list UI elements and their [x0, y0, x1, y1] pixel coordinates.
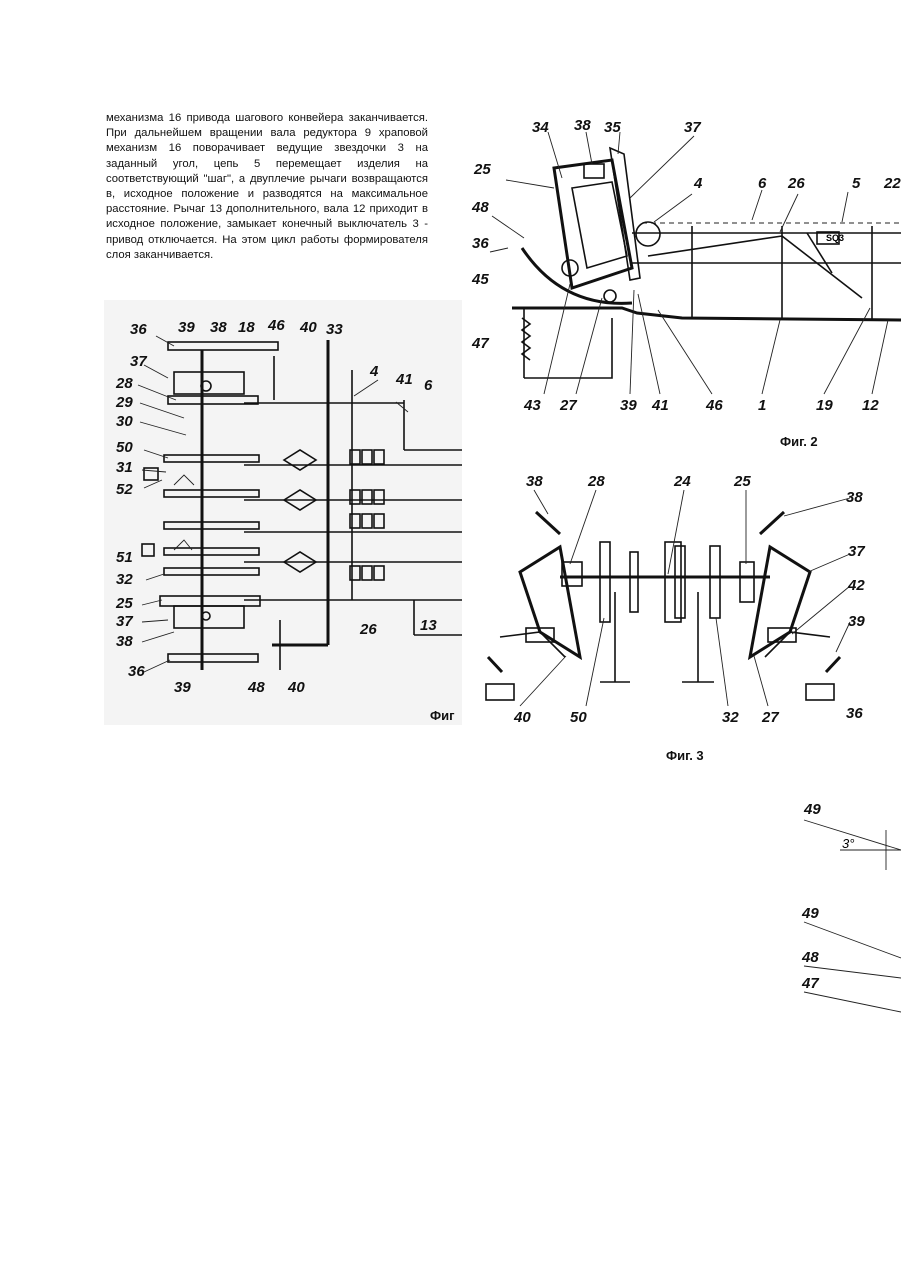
fig1-label-39b: 39: [174, 679, 191, 696]
fig1-label-29: 29: [115, 394, 133, 411]
fig2-caption: Фиг. 2: [780, 434, 818, 449]
fig1-caption: Фиг: [430, 708, 455, 723]
fig1-label-32: 32: [116, 571, 133, 588]
fig4-label-49: 49: [803, 801, 821, 818]
fig1-label-18: 18: [238, 319, 255, 336]
fig2-label-5: 5: [852, 175, 861, 192]
fig4-angle: 3°: [842, 836, 854, 851]
fig1-label-51: 51: [116, 549, 133, 566]
fig1-label-26: 26: [359, 621, 377, 638]
fig1-label-4: 4: [369, 363, 379, 380]
fig2-label-26: 26: [787, 175, 805, 192]
fig3-label-38: 38: [526, 473, 543, 490]
fig2-label-38: 38: [574, 117, 591, 134]
fig3-label-38b: 38: [846, 489, 863, 506]
fig3-label-32: 32: [722, 709, 739, 726]
fig1-label-13: 13: [420, 617, 437, 634]
fig1-label-30: 30: [116, 413, 133, 430]
fig1-label-6: 6: [424, 377, 433, 394]
fig2-label-27: 27: [559, 397, 577, 414]
fig3-label-28: 28: [587, 473, 605, 490]
fig4-label-47: 47: [801, 975, 819, 992]
fig1-label-37: 37: [130, 353, 147, 370]
body-paragraph: механизма 16 привода шагового конвейера …: [106, 111, 428, 263]
fig2-label-36: 36: [472, 235, 489, 252]
fig1-label-33: 33: [326, 321, 343, 338]
fig1-label-40b: 40: [287, 679, 305, 696]
fig2-label-39: 39: [620, 397, 637, 414]
fig2-label-34: 34: [532, 119, 549, 136]
fig1-label-31: 31: [116, 459, 133, 476]
fig2-label-41: 41: [651, 397, 669, 414]
fig1-label-52: 52: [116, 481, 133, 498]
fig1-label-38b: 38: [116, 633, 133, 650]
fig3-label-39: 39: [848, 613, 865, 630]
fig2-label-43: 43: [523, 397, 541, 414]
fig1-label-36: 36: [130, 321, 147, 338]
fig3-label-37: 37: [848, 543, 865, 560]
figure-3: 38 28 24 25 38 37 42 39 36 40 50 32 27 Ф…: [470, 462, 901, 772]
fig1-label-38: 38: [210, 319, 227, 336]
fig2-label-35: 35: [604, 119, 621, 136]
fig1-label-50: 50: [116, 439, 133, 456]
fig2-label-4: 4: [693, 175, 703, 192]
fig4-label-49b: 49: [801, 905, 819, 922]
fig2-label-25: 25: [473, 161, 491, 178]
fig1-label-37b: 37: [116, 613, 133, 630]
fig3-caption: Фиг. 3: [666, 748, 704, 763]
fig1-label-36b: 36: [128, 663, 145, 680]
fig1-label-25: 25: [115, 595, 133, 612]
figure-2: 34 38 35 37 25 4 6 26 5 22 48 36 SQ3 45 …: [462, 108, 901, 453]
fig1-label-39: 39: [178, 319, 195, 336]
fig3-label-25: 25: [733, 473, 751, 490]
fig2-label-1: 1: [758, 397, 766, 414]
paragraph-text: механизма 16 привода шагового конвейера …: [106, 111, 428, 263]
fig3-label-27: 27: [761, 709, 779, 726]
fig1-label-41: 41: [395, 371, 413, 388]
fig2-label-SQ3: SQ3: [826, 233, 844, 243]
fig2-label-48: 48: [471, 199, 489, 216]
fig2-label-47: 47: [471, 335, 489, 352]
fig2-label-46: 46: [705, 397, 723, 414]
fig1-label-28: 28: [115, 375, 133, 392]
fig1-label-46: 46: [267, 317, 285, 334]
fig3-label-40: 40: [513, 709, 531, 726]
figure-1: 36 39 38 18 46 40 33 4 41 6 37 28 29 30 …: [104, 300, 462, 725]
fig2-label-19: 19: [816, 397, 833, 414]
fig1-label-40: 40: [299, 319, 317, 336]
fig2-label-37: 37: [684, 119, 701, 136]
fig2-label-12: 12: [862, 397, 879, 414]
fig4-label-48: 48: [801, 949, 819, 966]
fig2-label-22: 22: [883, 175, 901, 192]
fig2-label-45: 45: [471, 271, 489, 288]
fig3-label-42: 42: [847, 577, 865, 594]
fig2-label-6: 6: [758, 175, 767, 192]
fig3-label-50: 50: [570, 709, 587, 726]
fig3-label-24: 24: [673, 473, 691, 490]
fig1-label-48: 48: [247, 679, 265, 696]
figure-4: 49 3° 49 48 47: [790, 790, 901, 1050]
fig3-label-36: 36: [846, 705, 863, 722]
